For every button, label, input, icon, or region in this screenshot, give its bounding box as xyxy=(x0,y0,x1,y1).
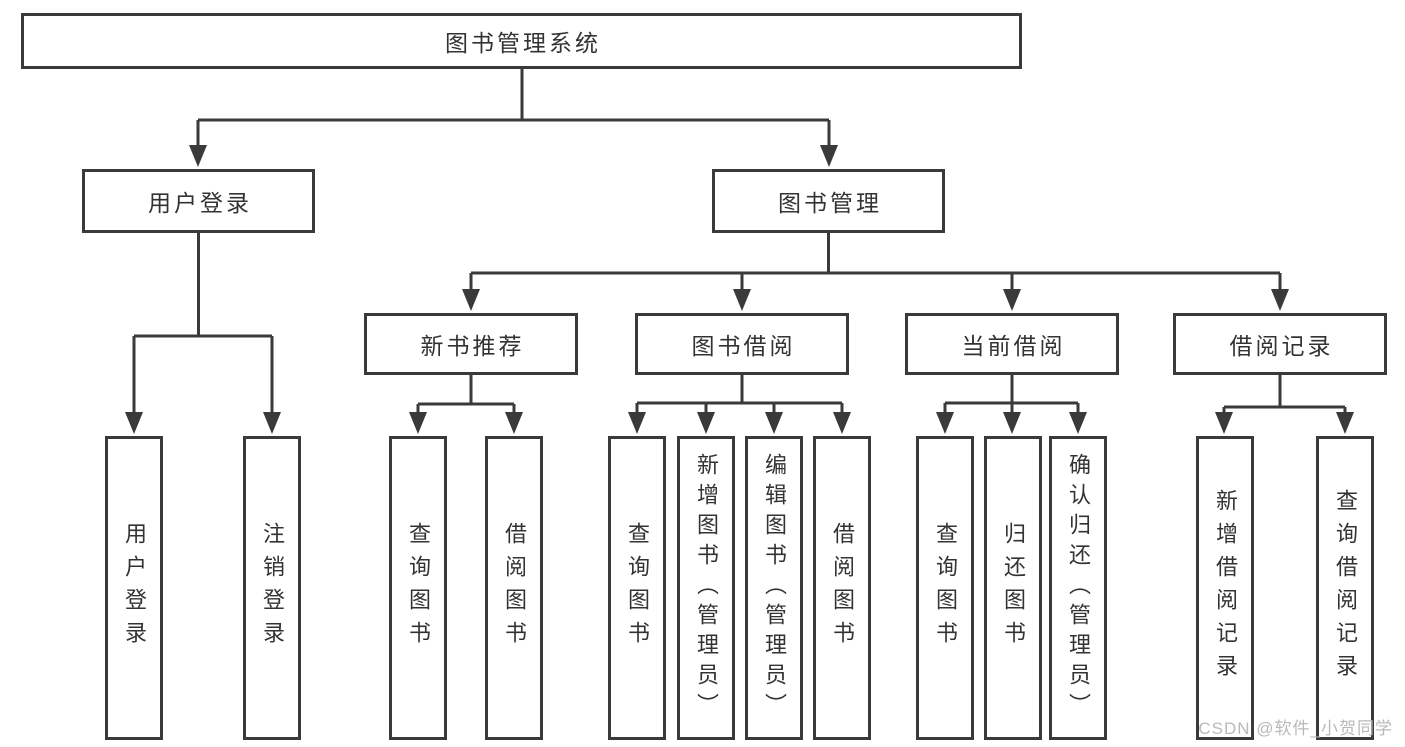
leaf-query-books-current-label: 查询图书 xyxy=(933,522,958,654)
leaf-logout: 注销登录 xyxy=(243,436,301,740)
node-current-borrowing: 当前借阅 xyxy=(905,313,1119,375)
leaf-add-books-admin: 新增图书（管理员） xyxy=(677,436,735,740)
leaf-logout-label: 注销登录 xyxy=(260,522,285,654)
node-borrowing-records: 借阅记录 xyxy=(1173,313,1387,375)
leaf-return-books: 归还图书 xyxy=(984,436,1042,740)
node-new-book-recommendation-label: 新书推荐 xyxy=(420,333,525,359)
node-current-borrowing-label: 当前借阅 xyxy=(961,333,1066,359)
node-user-login-label: 用户登录 xyxy=(148,190,252,216)
node-library-system: 图书管理系统 xyxy=(21,13,1022,69)
leaf-query-books-recommend-label: 查询图书 xyxy=(406,522,431,654)
leaf-user-login: 用户登录 xyxy=(105,436,163,740)
leaf-edit-books-admin-label: 编辑图书（管理员） xyxy=(762,453,787,723)
leaf-borrow-books-borrowing: 借阅图书 xyxy=(813,436,871,740)
leaf-query-borrow-record: 查询借阅记录 xyxy=(1316,436,1374,740)
leaf-confirm-return-admin: 确认归还（管理员） xyxy=(1049,436,1107,740)
node-book-management: 图书管理 xyxy=(712,169,945,233)
leaf-user-login-label: 用户登录 xyxy=(122,522,147,654)
node-book-borrowing: 图书借阅 xyxy=(635,313,849,375)
leaf-query-borrow-record-label: 查询借阅记录 xyxy=(1333,489,1358,687)
leaf-add-books-admin-label: 新增图书（管理员） xyxy=(694,453,719,723)
leaf-borrow-books-recommend-label: 借阅图书 xyxy=(502,522,527,654)
leaf-query-books-borrowing: 查询图书 xyxy=(608,436,666,740)
csdn-watermark: CSDN @软件_小贺同学 xyxy=(1198,719,1393,738)
node-borrowing-records-label: 借阅记录 xyxy=(1229,333,1334,359)
leaf-borrow-books-recommend: 借阅图书 xyxy=(485,436,543,740)
node-new-book-recommendation: 新书推荐 xyxy=(364,313,578,375)
node-book-management-label: 图书管理 xyxy=(778,190,882,216)
leaf-query-books-recommend: 查询图书 xyxy=(389,436,447,740)
leaf-confirm-return-admin-label: 确认归还（管理员） xyxy=(1066,453,1091,723)
node-user-login: 用户登录 xyxy=(82,169,315,233)
leaf-borrow-books-borrowing-label: 借阅图书 xyxy=(830,522,855,654)
leaf-edit-books-admin: 编辑图书（管理员） xyxy=(745,436,803,740)
leaf-add-borrow-record-label: 新增借阅记录 xyxy=(1213,489,1238,687)
leaf-query-books-current: 查询图书 xyxy=(916,436,974,740)
leaf-add-borrow-record: 新增借阅记录 xyxy=(1196,436,1254,740)
leaf-return-books-label: 归还图书 xyxy=(1001,522,1026,654)
node-book-borrowing-label: 图书借阅 xyxy=(691,333,796,359)
arrowheads xyxy=(125,145,1354,434)
leaf-query-books-borrowing-label: 查询图书 xyxy=(625,522,650,654)
node-library-system-label: 图书管理系统 xyxy=(445,30,601,56)
